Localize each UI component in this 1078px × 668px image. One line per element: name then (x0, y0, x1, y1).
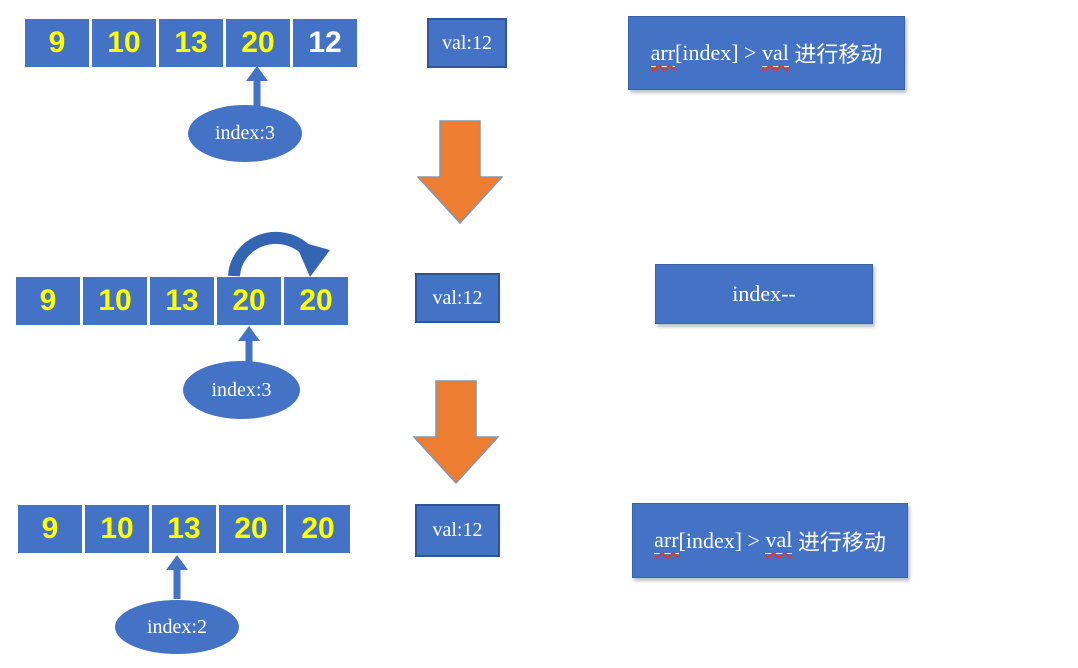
array-cell: 10 (85, 505, 149, 553)
array-cell: 20 (286, 505, 350, 553)
rule-cn-text: 进行移动 (792, 529, 886, 555)
rule-arr-token: arr (650, 39, 676, 67)
array-cell: 10 (83, 277, 147, 325)
index-pointer-label: index:2 (147, 615, 207, 638)
index-pointer-ellipse: index:3 (183, 361, 300, 419)
index-pointer-label: index:3 (211, 378, 272, 401)
val-box: val:12 (415, 504, 500, 557)
rule-box: arr[index] > val 进行移动 (632, 503, 908, 578)
rule-mid-text: [index] > (675, 40, 762, 65)
up-arrow-icon (166, 555, 188, 599)
array-cell: 12 (293, 19, 357, 67)
val-label: val:12 (432, 286, 483, 309)
array-cell: 20 (219, 505, 283, 553)
array-cell: 20 (284, 277, 348, 325)
up-arrow-icon (246, 66, 268, 108)
array-cell: 10 (92, 19, 156, 67)
array-row-step2: 9 10 13 20 20 (16, 277, 348, 325)
val-label: val:12 (442, 31, 492, 54)
rule-cn-text: 进行移动 (788, 42, 883, 67)
array-cell: 20 (217, 277, 281, 325)
array-cell: 13 (152, 505, 216, 553)
array-row-step1: 9 10 13 20 12 (25, 19, 357, 67)
index-decrement-label: index-- (732, 281, 796, 306)
down-arrow-icon (417, 120, 503, 224)
rule-mid-text: [index] > (678, 527, 766, 553)
up-arrow-icon (238, 326, 260, 362)
index-pointer-ellipse: index:2 (115, 600, 239, 654)
array-cell: 9 (25, 19, 89, 67)
index-pointer-ellipse: index:3 (188, 105, 302, 162)
rule-val-token: val (765, 527, 793, 554)
array-cell: 13 (150, 277, 214, 325)
down-arrow-icon (413, 380, 499, 485)
array-cell: 9 (16, 277, 80, 325)
val-label: val:12 (432, 519, 483, 541)
rule-arr-token: arr (654, 527, 679, 554)
move-curved-arrow-icon (228, 232, 330, 277)
rule-box: arr[index] > val 进行移动 (628, 16, 905, 90)
index-pointer-label: index:3 (215, 122, 275, 144)
val-box: val:12 (427, 18, 507, 68)
array-cell: 20 (226, 19, 290, 67)
array-row-step3: 9 10 13 20 20 (18, 505, 350, 553)
val-box: val:12 (415, 273, 500, 323)
rule-val-token: val (761, 39, 789, 67)
array-cell: 13 (159, 19, 223, 67)
array-cell: 9 (18, 505, 82, 553)
index-decrement-box: index-- (655, 264, 873, 324)
